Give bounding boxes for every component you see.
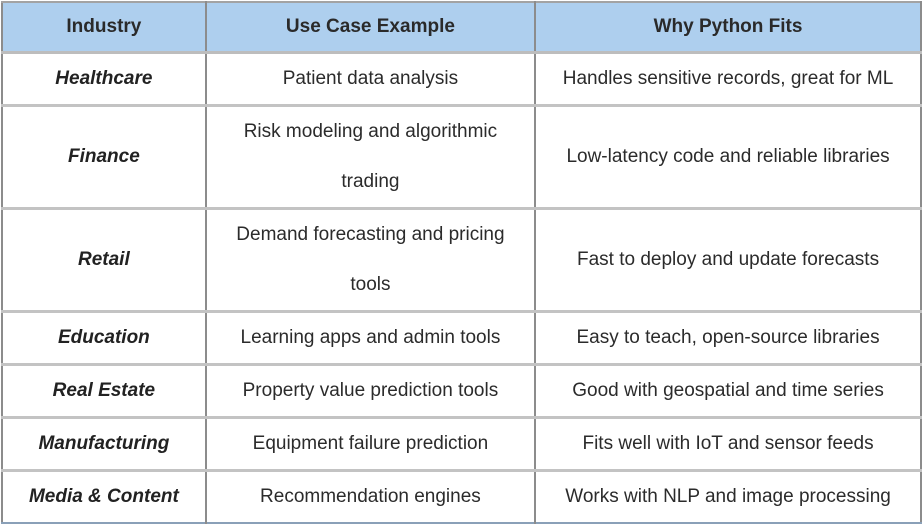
use-case-cell: Patient data analysis	[204, 52, 536, 106]
use-case-cell: Recommendation engines	[204, 469, 536, 523]
industry-cell: Real Estate	[2, 363, 206, 418]
table-row: Media & Content Recommendation engines W…	[2, 469, 921, 523]
table-row: Real Estate Property value prediction to…	[2, 363, 921, 418]
why-python-cell: Low-latency code and reliable libraries	[534, 104, 921, 209]
industry-cell: Healthcare	[55, 68, 153, 89]
header-industry: Industry	[2, 2, 206, 54]
table-row: Healthcare Patient data analysis Handles…	[2, 52, 921, 106]
industry-cell: Retail	[2, 207, 206, 312]
industry-cell: Manufacturing	[2, 416, 206, 471]
why-python-cell: Good with geospatial and time series	[534, 363, 921, 418]
header-why-python: Why Python Fits	[534, 2, 921, 54]
why-python-cell: Works with NLP and image processing	[534, 469, 921, 523]
why-python-cell: Handles sensitive records, great for ML	[534, 52, 921, 106]
table-row: Education Learning apps and admin tools …	[2, 310, 921, 365]
industry-cell: Finance	[2, 104, 206, 209]
industry-cell: Media & Content	[2, 469, 206, 523]
use-case-cell: Risk modeling and algorithmic trading	[204, 104, 536, 209]
table-header-row: Industry Use Case Example Why Python Fit…	[2, 2, 921, 54]
why-python-cell: Fast to deploy and update forecasts	[534, 207, 921, 312]
table-row: Manufacturing Equipment failure predicti…	[2, 416, 921, 471]
use-case-cell: Demand forecasting and pricing tools	[204, 207, 536, 312]
use-case-cell: Equipment failure prediction	[204, 416, 536, 471]
use-case-cell: Learning apps and admin tools	[204, 310, 536, 365]
header-use-case: Use Case Example	[204, 2, 536, 54]
why-python-cell: Fits well with IoT and sensor feeds	[534, 416, 921, 471]
table-row: Finance Risk modeling and algorithmic tr…	[2, 104, 921, 209]
industry-cell: Education	[2, 310, 206, 365]
table-row: Retail Demand forecasting and pricing to…	[2, 207, 921, 312]
use-case-cell: Property value prediction tools	[204, 363, 536, 418]
why-python-cell: Easy to teach, open-source libraries	[534, 310, 921, 365]
